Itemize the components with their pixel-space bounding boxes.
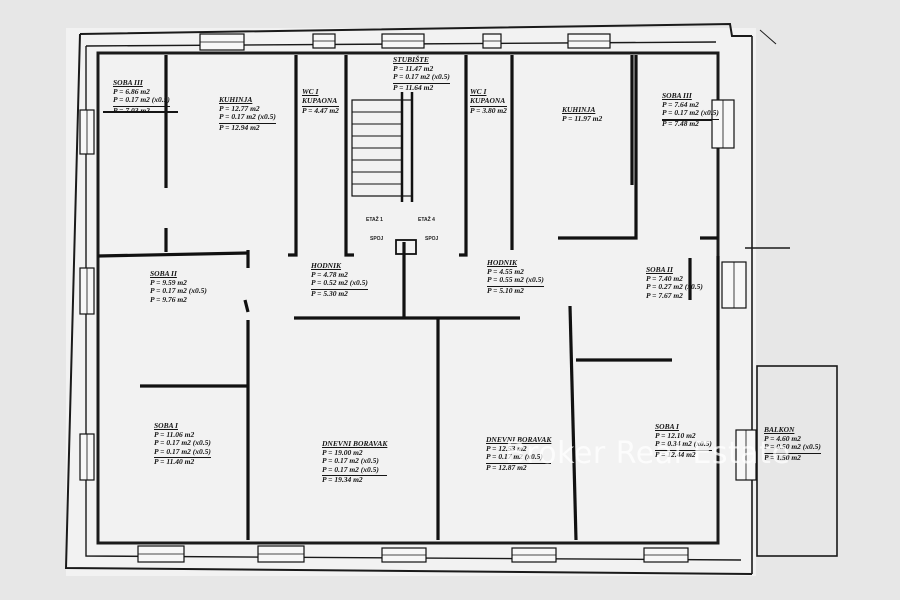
room-label-wc-right: WC I KUPAONA P = 3.80 m2: [470, 87, 507, 115]
label-bars: [103, 111, 712, 121]
room-label-soba1-right: SOBA I P = 12.10 m2 P = 0.34 m2 (x0.5) P…: [655, 422, 712, 459]
watermark: Broker Real Estate: [505, 436, 791, 471]
room-label-dnevni-right: DNEVNI BORAVAK P = 12.53 m2 P = 0.17 m2 …: [486, 435, 552, 472]
tag-etaz-4: ETAŽ 4: [418, 217, 435, 223]
tag-etaz-1: ETAŽ 1: [366, 217, 383, 223]
room-label-soba3-left: SOBA III P = 6.86 m2 P = 0.17 m2 (x0.5) …: [113, 78, 170, 115]
room-label-kuhinja-right: KUHINJA P = 11.97 m2: [562, 105, 603, 123]
room-label-hodnik-right: HODNIK P = 4.55 m2 P = 0.55 m2 (x0.5) P …: [487, 258, 544, 295]
tag-spoj-right: SPOJ: [425, 236, 439, 242]
room-label-soba1-left: SOBA I P = 11.06 m2 P = 0.17 m2 (x0.5) P…: [154, 421, 211, 466]
window-mullions: [86, 40, 747, 556]
stairs-label: STUBIŠTE P = 11.47 m2 P = 0.17 m2 (x0.5)…: [393, 55, 450, 92]
room-label-dnevni-left: DNEVNI BORAVAK P = 19.00 m2 P = 0.17 m2 …: [322, 439, 388, 484]
room-label-hodnik-left: HODNIK P = 4.78 m2 P = 0.52 m2 (x0.5) P …: [311, 261, 368, 298]
interior-walls: [97, 55, 720, 541]
tag-spoj-left: SPOJ: [370, 236, 384, 242]
room-label-wc-left: WC I KUPAONA P = 4.47 m2: [302, 87, 339, 115]
room-label-kuhinja-left: KUHINJA P = 12.77 m2 P = 0.17 m2 (x0.5) …: [219, 95, 276, 132]
room-label-soba2-right: SOBA II P = 7.40 m2 P = 0.27 m2 (x0.5) P…: [646, 265, 703, 300]
room-label-balkon: BALKON P = 4.60 m2 P = 0.50 m2 (x0.5) P …: [764, 425, 821, 462]
staircase: [351, 92, 417, 255]
room-label-soba2-left: SOBA II P = 9.59 m2 P = 0.17 m2 (x0.5) P…: [150, 269, 207, 304]
room-label-soba3-right: SOBA III P = 7.64 m2 P = 0.17 m2 (x0.5) …: [662, 91, 719, 128]
